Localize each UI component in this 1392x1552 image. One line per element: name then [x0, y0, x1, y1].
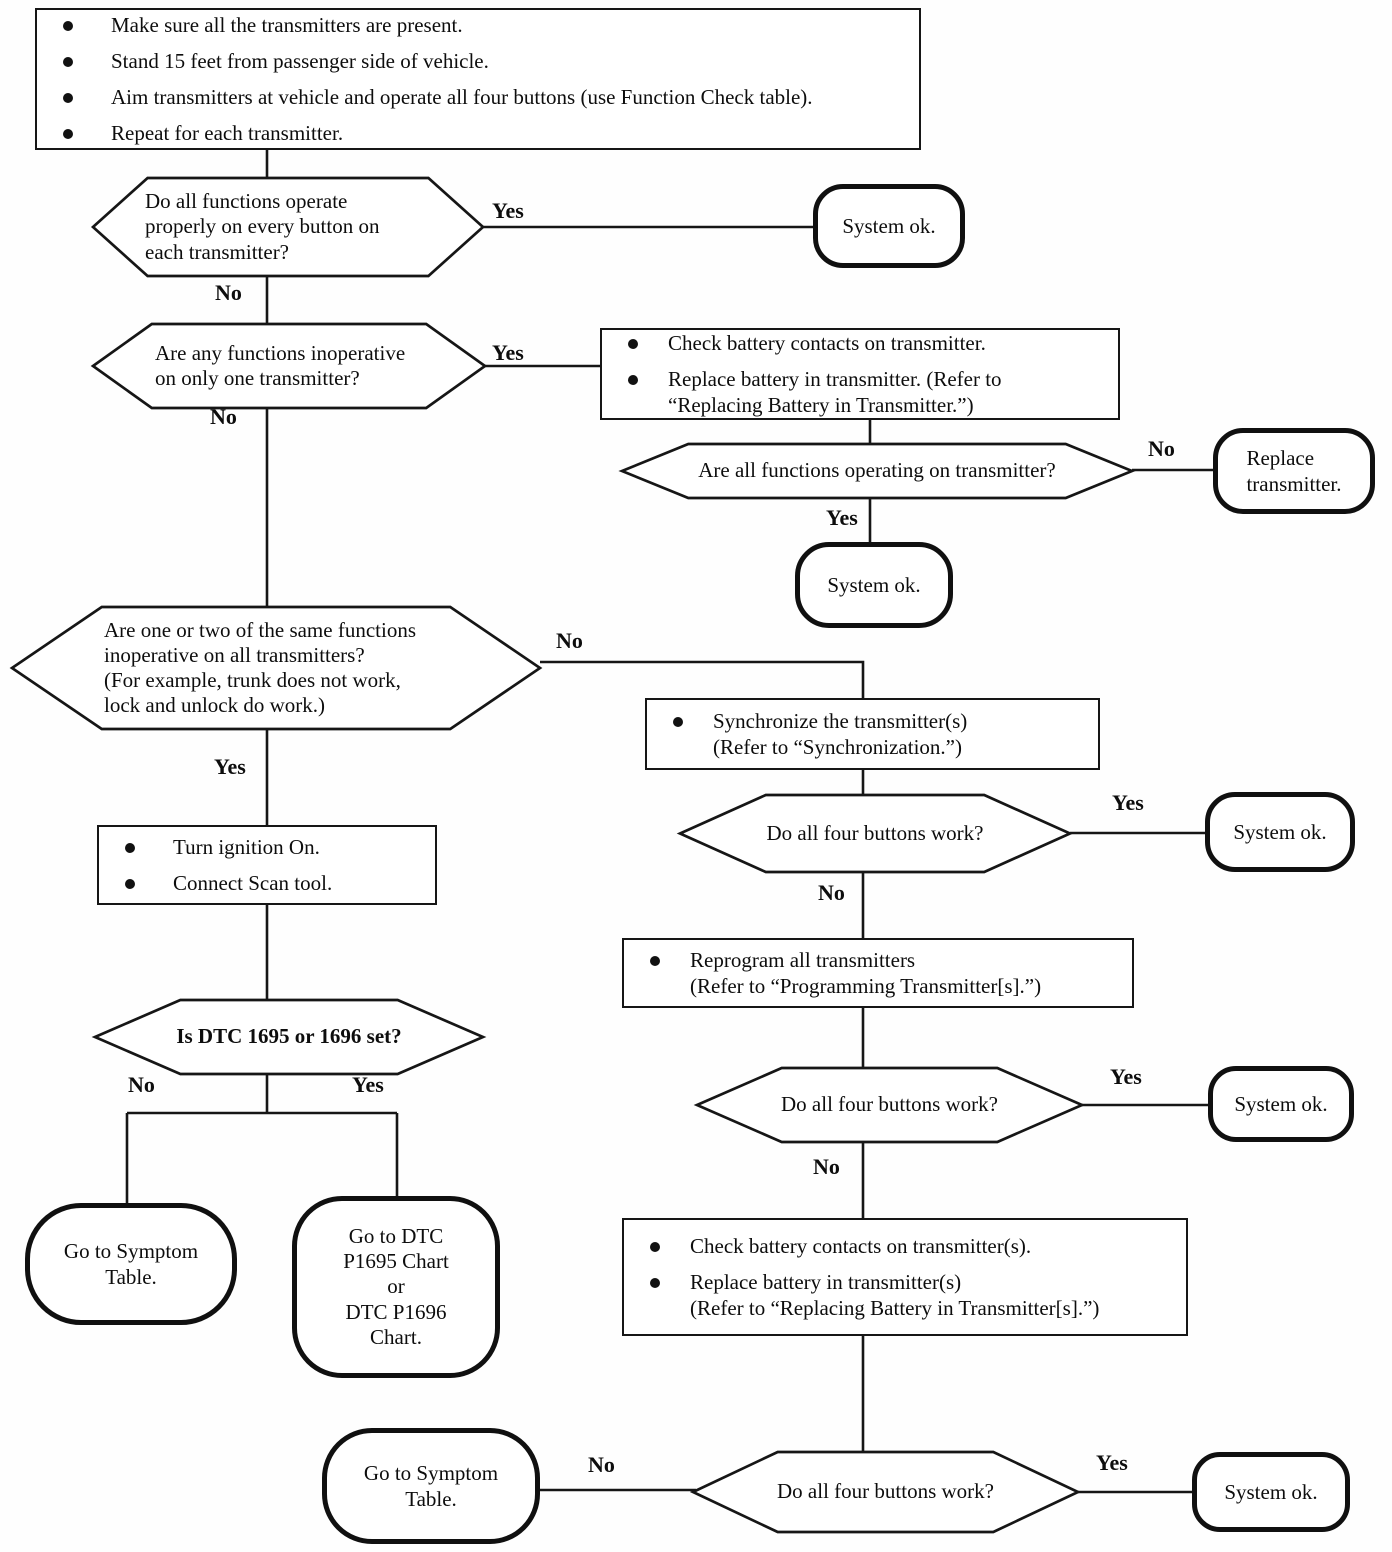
- label-q4-yes: Yes: [214, 754, 246, 779]
- action-ignition-scan-box: Turn ignition On. Connect Scan tool.: [97, 825, 437, 905]
- label-q4-no: No: [556, 628, 583, 653]
- decision-same-functions-all-transmitters: Are one or two of the same functions ino…: [12, 607, 540, 729]
- bullet-text: Replace battery in transmitter. (Refer t…: [668, 366, 1002, 418]
- label-q8-yes: Yes: [1096, 1450, 1128, 1475]
- bullet-row: Aim transmitters at vehicle and operate …: [63, 84, 905, 110]
- bullet-text: Reprogram all transmitters (Refer to “Pr…: [690, 947, 1042, 998]
- terminal-system-ok-2: System ok.: [795, 542, 953, 628]
- bullet-icon: [125, 879, 135, 889]
- bullet-row: Turn ignition On.: [125, 834, 421, 860]
- bullet-row: Connect Scan tool.: [125, 870, 421, 896]
- terminal-go-dtc-chart: Go to DTC P1695 Chart or DTC P1696 Chart…: [292, 1196, 500, 1378]
- hexagon-shape: [93, 324, 485, 408]
- bullet-icon: [673, 716, 683, 727]
- bullet-row: Make sure all the transmitters are prese…: [63, 12, 905, 38]
- label-q1-yes: Yes: [492, 198, 524, 223]
- bullet-text: Connect Scan tool.: [173, 871, 333, 895]
- edge-q4-no: [540, 660, 865, 700]
- bullet-row: Synchronize the transmitter(s) (Refer to…: [673, 708, 1084, 761]
- hexagon-shape: [697, 1068, 1082, 1142]
- bullet-text: Check battery contacts on transmitter(s)…: [690, 1233, 1032, 1258]
- action-battery-multi-box: Check battery contacts on transmitter(s)…: [622, 1218, 1188, 1336]
- label-q2-no: No: [210, 404, 237, 429]
- action-synchronize-box: Synchronize the transmitter(s) (Refer to…: [645, 698, 1100, 770]
- bullet-text: Make sure all the transmitters are prese…: [111, 12, 463, 37]
- label-q8-no: No: [588, 1452, 615, 1477]
- bullet-icon: [63, 20, 73, 31]
- decision-inoperative-one-transmitter: Are any functions inoperative on only on…: [93, 324, 485, 408]
- decision-text: Do all functions operate properly on eve…: [145, 189, 380, 264]
- terminal-go-symptom-table-1: Go to Symptom Table.: [25, 1203, 237, 1325]
- decision-text: Is DTC 1695 or 1696 set?: [176, 1024, 402, 1049]
- bullet-icon: [650, 1241, 660, 1252]
- bullet-icon: [628, 338, 638, 349]
- bullet-text: Synchronize the transmitter(s) (Refer to…: [713, 708, 968, 759]
- decision-text: Are one or two of the same functions ino…: [104, 617, 416, 718]
- hexagon-shape: [693, 1452, 1078, 1532]
- bullet-text: Check battery contacts on transmitter.: [668, 330, 986, 355]
- bullet-row: Replace battery in transmitter. (Refer t…: [628, 366, 1104, 419]
- bullet-text: Stand 15 feet from passenger side of veh…: [111, 48, 489, 73]
- decision-text: Are any functions inoperative on only on…: [155, 340, 406, 390]
- terminal-system-ok-3: System ok.: [1205, 792, 1355, 872]
- bullet-icon: [628, 374, 638, 385]
- decision-all-functions-operating: Are all functions operating on transmitt…: [622, 444, 1132, 498]
- decision-text: Do all four buttons work?: [777, 1479, 994, 1504]
- label-q5-no: No: [128, 1072, 155, 1097]
- label-q5-yes: Yes: [352, 1072, 384, 1097]
- hexagon-shape: [622, 444, 1132, 498]
- bullet-text: Turn ignition On.: [173, 834, 320, 859]
- decision-all-functions-operate: Do all functions operate properly on eve…: [93, 178, 483, 276]
- label-q3-yes: Yes: [826, 505, 858, 530]
- bullet-icon: [63, 129, 73, 140]
- decision-text: Do all four buttons work?: [766, 820, 984, 845]
- bullet-row: Reprogram all transmitters (Refer to “Pr…: [650, 947, 1118, 1000]
- label-q7-yes: Yes: [1110, 1064, 1142, 1089]
- bullet-icon: [650, 955, 660, 966]
- label-q6-yes: Yes: [1112, 790, 1144, 815]
- hexagon-shape: [680, 795, 1070, 872]
- decision-text: Do all four buttons work?: [781, 1092, 998, 1117]
- decision-text: Are all functions operating on transmitt…: [698, 458, 1056, 483]
- hexagon-shape: [12, 607, 540, 729]
- terminal-system-ok-4: System ok.: [1208, 1066, 1354, 1142]
- bullet-icon: [125, 842, 135, 853]
- bullet-icon: [650, 1277, 660, 1288]
- label-q1-no: No: [215, 280, 242, 305]
- bullet-text: Aim transmitters at vehicle and operate …: [111, 85, 813, 109]
- bullet-row: Stand 15 feet from passenger side of veh…: [63, 48, 905, 74]
- action-battery-single-box: Check battery contacts on transmitter. Re…: [600, 328, 1120, 420]
- hexagon-shape: [93, 178, 483, 276]
- bullet-row: Replace battery in transmitter(s) (Refer…: [650, 1269, 1172, 1322]
- terminal-go-symptom-table-2: Go to Symptom Table.: [322, 1428, 540, 1544]
- start-checklist-box: Make sure all the transmitters are prese…: [35, 8, 921, 150]
- label-q6-no: No: [818, 880, 845, 905]
- hexagon-shape: [95, 1000, 483, 1074]
- bullet-text: Replace battery in transmitter(s) (Refer…: [690, 1269, 1100, 1321]
- bullet-icon: [63, 56, 73, 67]
- terminal-system-ok-1: System ok.: [813, 184, 965, 268]
- bullet-row: Repeat for each transmitter.: [63, 120, 905, 146]
- decision-dtc-set: Is DTC 1695 or 1696 set?: [95, 1000, 483, 1074]
- label-q3-no: No: [1148, 436, 1175, 461]
- decision-four-buttons-2: Do all four buttons work?: [697, 1068, 1082, 1142]
- decision-four-buttons-1: Do all four buttons work?: [680, 795, 1070, 872]
- terminal-system-ok-5: System ok.: [1192, 1452, 1350, 1532]
- bullet-row: Check battery contacts on transmitter.: [628, 330, 1104, 356]
- label-q2-yes: Yes: [492, 340, 524, 365]
- label-q7-no: No: [813, 1154, 840, 1179]
- terminal-replace-transmitter: Replace transmitter.: [1213, 428, 1375, 514]
- decision-four-buttons-3: Do all four buttons work?: [693, 1452, 1078, 1532]
- bullet-icon: [63, 93, 73, 103]
- bullet-text: Repeat for each transmitter.: [111, 121, 344, 146]
- action-reprogram-box: Reprogram all transmitters (Refer to “Pr…: [622, 938, 1134, 1008]
- bullet-row: Check battery contacts on transmitter(s)…: [650, 1233, 1172, 1259]
